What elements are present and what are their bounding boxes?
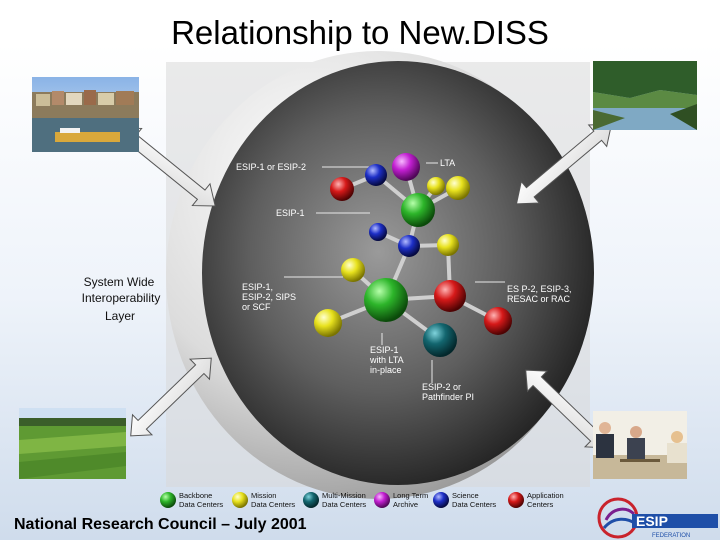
photo-people bbox=[593, 411, 687, 479]
photo-lake bbox=[593, 61, 697, 130]
legend-label: Application bbox=[527, 491, 564, 500]
node-multi-mission bbox=[423, 323, 457, 357]
page-title: Relationship to New.DISS bbox=[171, 14, 549, 51]
callout-esip1-esip2-sips-line1: ESIP-1, bbox=[242, 282, 273, 292]
layer-label-line2: Interoperability bbox=[82, 291, 161, 305]
node-backbone bbox=[401, 193, 435, 227]
node-science bbox=[398, 235, 420, 257]
node-application bbox=[330, 177, 354, 201]
node-application bbox=[434, 280, 466, 312]
callout-esip2-pathfinder-line2: Pathfinder PI bbox=[422, 392, 474, 402]
legend-label: Centers bbox=[527, 500, 554, 509]
node-backbone bbox=[364, 278, 408, 322]
callout-esip1-lta-line2: with LTA bbox=[369, 355, 404, 365]
photo-field bbox=[19, 408, 126, 479]
logo-text: ESIP bbox=[636, 513, 668, 529]
callout-esip1-esip2-sips-line3: or SCF bbox=[242, 302, 271, 312]
legend-label: Data Centers bbox=[322, 500, 366, 509]
logo-subtext: FEDERATION bbox=[652, 533, 690, 539]
callout-esip2-esip3-line2: RESAC or RAC bbox=[507, 294, 571, 304]
node-mission bbox=[341, 258, 365, 282]
footer-text: National Research Council – July 2001 bbox=[14, 516, 307, 533]
callout-esip1-lta-line1: ESIP-1 bbox=[370, 345, 399, 355]
photo-harbor bbox=[32, 77, 139, 152]
legend-label: Mission bbox=[251, 491, 276, 500]
legend-label: Science bbox=[452, 491, 479, 500]
node-science bbox=[369, 223, 387, 241]
legend-label: Data Centers bbox=[452, 500, 496, 509]
legend-label: Long Term bbox=[393, 491, 428, 500]
legend-swatch bbox=[508, 492, 524, 508]
legend-label: Data Centers bbox=[179, 500, 223, 509]
legend-label: Backbone bbox=[179, 491, 212, 500]
legend-swatch bbox=[160, 492, 176, 508]
callout-esip2-esip3-line1: ES P-2, ESIP-3, bbox=[507, 284, 572, 294]
node-application bbox=[484, 307, 512, 335]
callout-leaders bbox=[284, 162, 505, 383]
legend-label: Multi-Mission bbox=[322, 491, 366, 500]
node-mission bbox=[446, 176, 470, 200]
callout-lta: LTA bbox=[440, 158, 455, 168]
node-science bbox=[365, 164, 387, 186]
callout-esip2-pathfinder-line1: ESIP-2 or bbox=[422, 382, 461, 392]
callout-esip1-or-esip2: ESIP-1 or ESIP-2 bbox=[236, 162, 306, 172]
node-mission bbox=[437, 234, 459, 256]
node-mission bbox=[427, 177, 445, 195]
arrow-bottom-left bbox=[130, 357, 212, 437]
esip-logo: ESIP FEDERATION bbox=[597, 497, 718, 539]
layer-label-line1: System Wide bbox=[84, 275, 155, 289]
node-long-term-archive bbox=[392, 153, 420, 181]
callout-esip1: ESIP-1 bbox=[276, 208, 305, 218]
legend-swatch bbox=[303, 492, 319, 508]
legend-swatch bbox=[374, 492, 390, 508]
callout-esip1-lta-line3: in-place bbox=[370, 365, 402, 375]
layer-label-line3: Layer bbox=[105, 309, 135, 323]
callout-esip1-esip2-sips-line2: ESIP-2, SIPS bbox=[242, 292, 296, 302]
legend-label: Data Centers bbox=[251, 500, 295, 509]
node-mission bbox=[314, 309, 342, 337]
legend-swatch bbox=[433, 492, 449, 508]
legend-label: Archive bbox=[393, 500, 418, 509]
legend-swatch bbox=[232, 492, 248, 508]
